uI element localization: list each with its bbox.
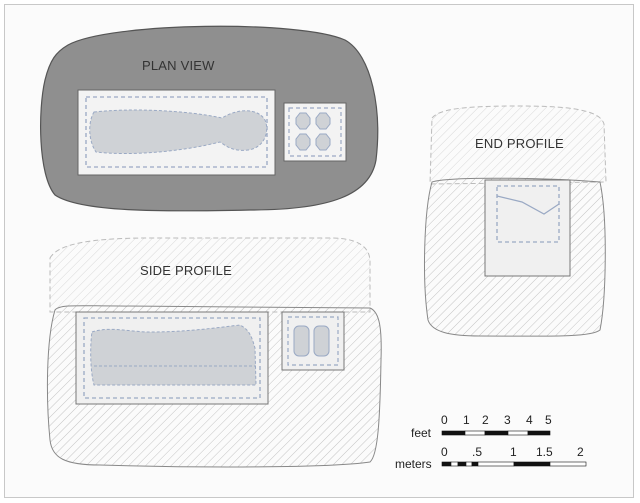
- end-profile-label: END PROFILE: [475, 136, 564, 151]
- side-mound-above: [49, 237, 371, 313]
- vessel: [315, 133, 331, 151]
- feet-tick-label: 0: [441, 413, 448, 427]
- meters-segment: [457, 461, 467, 467]
- meters-unit-label: meters: [395, 457, 432, 471]
- meters-segment: [477, 461, 515, 467]
- feet-segment: [507, 430, 529, 436]
- feet-segment: [464, 430, 486, 436]
- vessel: [293, 325, 310, 357]
- plan-offering-dashed: [288, 107, 342, 157]
- feet-segment: [441, 430, 466, 436]
- end-grave-dashed: [496, 185, 560, 243]
- scale-bars: feet 0 1 2 3 4 5 meters 0 .5 1 1.5: [395, 413, 587, 471]
- side-grave-dashed: [83, 317, 261, 399]
- vessel: [313, 325, 330, 357]
- meters-tick-label: 1: [510, 445, 517, 459]
- feet-tick-label: 2: [482, 413, 489, 427]
- feet-segment: [484, 430, 509, 436]
- side-vessels: [293, 325, 330, 357]
- meters-segment: [441, 461, 452, 467]
- meters-tick-label: 1.5: [536, 445, 553, 459]
- meters-tick-label: 0: [441, 445, 448, 459]
- meters-bar: [441, 461, 587, 467]
- end-body-line: [496, 195, 560, 215]
- meters-segment: [471, 461, 479, 467]
- side-body-outline: [90, 324, 257, 386]
- feet-bar: [441, 430, 551, 436]
- plan-body-outline: [89, 109, 268, 155]
- side-offering-dashed: [287, 316, 339, 366]
- plan-offering-box: [283, 102, 347, 162]
- meters-tick-label: .5: [472, 445, 482, 459]
- side-profile: SIDE PROFILE: [46, 237, 382, 468]
- plan-vessels: [295, 112, 331, 151]
- vessel: [295, 112, 311, 130]
- vessel: [315, 112, 331, 130]
- feet-tick-label: 1: [463, 413, 470, 427]
- end-mound-above: [429, 105, 607, 185]
- end-grave-pit: [484, 179, 571, 277]
- feet-unit-label: feet: [411, 426, 432, 440]
- feet-tick-label: 5: [545, 413, 552, 427]
- meters-tick-label: 2: [577, 445, 584, 459]
- side-profile-label: SIDE PROFILE: [140, 263, 232, 278]
- side-offering-box: [281, 311, 345, 371]
- meters-segment: [450, 461, 459, 467]
- end-profile: END PROFILE: [424, 105, 607, 337]
- plan-view-label: PLAN VIEW: [142, 58, 215, 73]
- feet-segment: [527, 430, 551, 436]
- meters-segment: [465, 461, 473, 467]
- feet-tick-label: 4: [526, 413, 533, 427]
- meters-segment: [549, 461, 587, 467]
- vessel: [295, 133, 311, 151]
- meters-segment: [513, 461, 551, 467]
- plan-view: PLAN VIEW: [40, 25, 379, 212]
- feet-tick-label: 3: [504, 413, 511, 427]
